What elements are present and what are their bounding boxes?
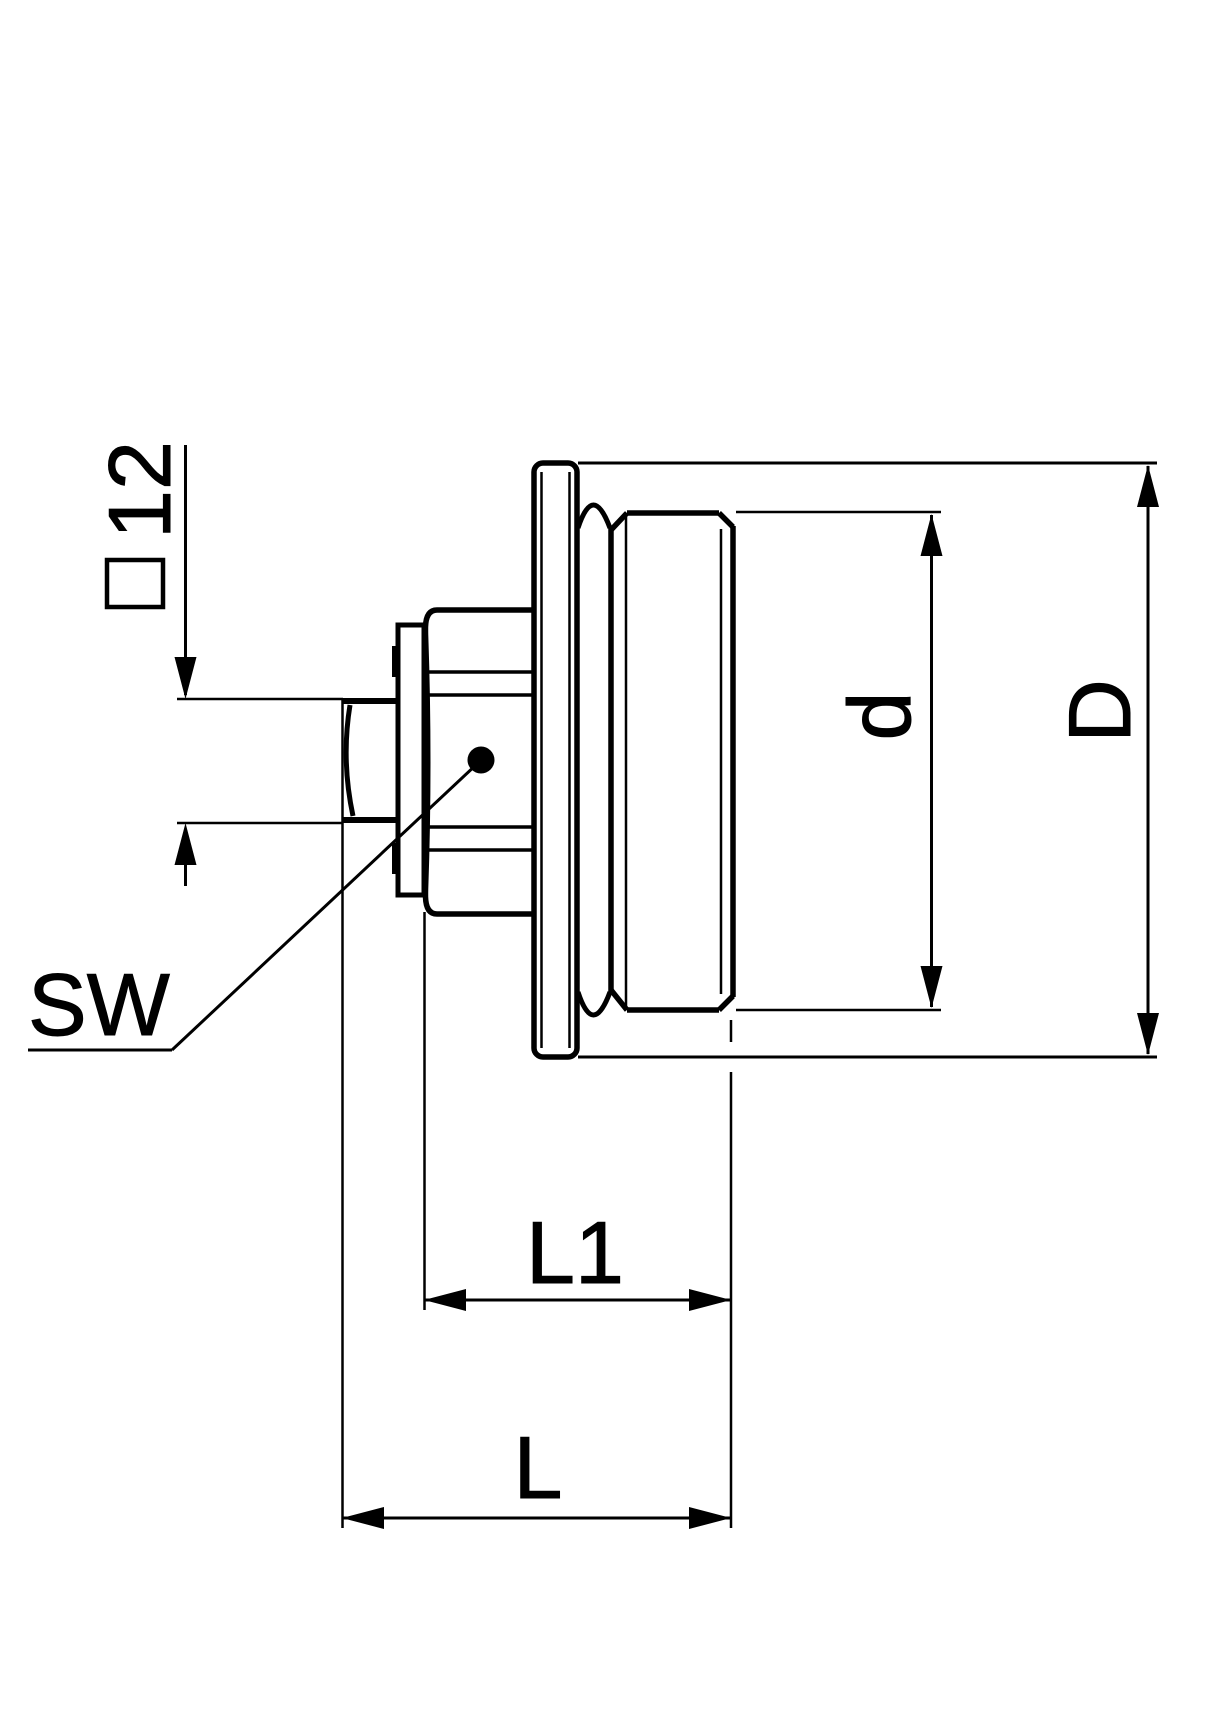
square-symbol bbox=[104, 557, 166, 610]
seal-ring bbox=[575, 502, 613, 1018]
arrow-up bbox=[920, 514, 943, 556]
arrow-up bbox=[1137, 465, 1159, 507]
length-total-label: L bbox=[514, 1418, 563, 1517]
dimensions: 12 SW d D bbox=[28, 441, 1159, 1529]
flange-disc bbox=[531, 460, 580, 1060]
length-l1-label: L1 bbox=[526, 1203, 624, 1302]
arrow-left bbox=[424, 1289, 466, 1311]
body-cylinder bbox=[608, 510, 736, 1013]
arrow-right bbox=[689, 1289, 731, 1311]
washer-plate bbox=[392, 622, 427, 898]
arrow-up bbox=[174, 823, 197, 865]
leader-dot bbox=[467, 746, 495, 774]
thread-diameter-label: d bbox=[830, 692, 929, 741]
arrow-left bbox=[342, 1507, 384, 1529]
arrow-down bbox=[920, 966, 943, 1008]
boss-chamfer-arc bbox=[343, 704, 356, 817]
dimension-sw-leader: SW bbox=[28, 746, 495, 1055]
hex-boss bbox=[343, 698, 398, 823]
arrow-right bbox=[689, 1507, 731, 1529]
square-shank bbox=[177, 697, 344, 825]
dimension-D: D bbox=[578, 461, 1159, 1059]
dimension-L: L bbox=[341, 823, 731, 1529]
dimension-d: d bbox=[736, 510, 943, 1012]
arrow-down bbox=[174, 657, 197, 699]
nut-chamfer-arc bbox=[424, 626, 431, 898]
arrow-down bbox=[1137, 1013, 1159, 1055]
dimension-square-12: 12 bbox=[90, 441, 197, 886]
wrench-size-label: SW bbox=[28, 955, 170, 1054]
dimension-L1: L1 bbox=[423, 912, 733, 1528]
square-size-label: 12 bbox=[90, 441, 189, 539]
outer-diameter-label: D bbox=[1050, 679, 1149, 743]
